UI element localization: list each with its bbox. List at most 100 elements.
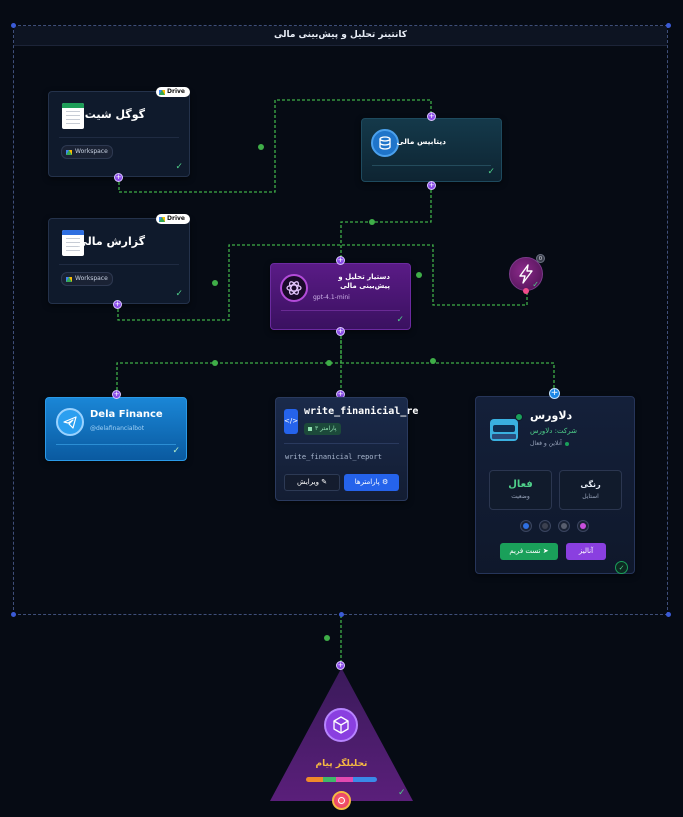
divider [281,310,400,311]
resize-handle-bottom-right[interactable] [666,612,671,617]
node-avatar[interactable]: دلاورس شرکت: دلاورس آنلاین و فعال فعال و… [475,396,635,574]
avatar-icon [490,419,518,441]
online-indicator [515,413,523,421]
node-title: گزارش مالی [76,235,145,248]
resize-handle-bottom-left[interactable] [11,612,16,617]
status-check-icon: ✓ [615,561,628,574]
database-icon [371,129,399,157]
divider [59,137,179,138]
divider [56,444,176,445]
drive-badge: Drive [156,87,190,97]
divider [284,443,399,444]
avatar-status: آنلاین و فعال [530,440,569,447]
status-check-icon: ✓ [175,289,183,299]
container-title: کانتینر تحلیل و پیش‌بینی مالی [14,26,667,46]
input-port[interactable]: + [427,112,436,121]
wire-midpoint[interactable] [212,280,218,286]
google-drive-icon [66,149,72,155]
drive-badge: Drive [156,214,190,224]
button-label: آنالیز [578,547,594,555]
button-label: پارامترها [354,478,380,486]
google-drive-icon [159,89,165,95]
resize-handle-top-right[interactable] [666,23,671,28]
chip-label: ۳ پارامتر [315,425,337,432]
workspace-chip: Workspace [61,145,113,159]
color-swatch[interactable] [577,520,589,532]
divider [372,165,491,166]
function-title: write_finanicial_re [304,406,419,417]
chip-label: Workspace [75,275,108,282]
status-dot [564,441,569,446]
google-docs-icon [62,230,84,256]
output-port[interactable]: + [427,181,436,190]
input-port[interactable]: + [336,256,345,265]
status-check-icon: ✓ [532,280,539,289]
model-label: gpt-4.1-mini [313,294,350,301]
send-icon: ➤ [542,547,549,555]
node-telegram-bot[interactable]: Dela Finance @delafinancialbot ✓ [45,397,187,461]
resize-handle-bottom[interactable] [339,612,344,617]
color-swatch[interactable] [558,520,570,532]
wire-agent-avatar [341,362,555,394]
output-port[interactable]: + [114,173,123,182]
wire-midpoint[interactable] [416,272,422,278]
input-port[interactable]: + [112,390,121,399]
stat-status: فعال وضعیت [489,470,552,510]
badge-label: Drive [167,215,185,222]
output-port[interactable]: + [336,327,345,336]
node-title: Dela Finance [90,409,163,420]
avatar-name: دلاورس [530,409,573,422]
bot-handle: @delafinancialbot [90,425,145,432]
node-function[interactable]: </> write_finanicial_re ۳ پارامتر write_… [275,397,418,501]
workspace-chip: Workspace [61,272,113,286]
wire-midpoint[interactable] [430,358,436,364]
function-name: write_finanicial_report [285,453,382,461]
stat-label: استایل [582,493,599,500]
node-title: تحلیلگر پیام [315,759,368,769]
edit-button[interactable]: ویرایش ✎ [284,474,340,491]
analyze-button[interactable]: آنالیز [566,543,606,560]
status-check-icon: ✓ [175,162,183,172]
status-check-icon: ✓ [398,788,406,798]
node-title: دیتابیس مالی [396,137,447,146]
telegram-icon [56,408,84,436]
settings-icon[interactable] [332,791,351,810]
status-check-icon: ✓ [487,167,495,177]
wire-midpoint[interactable] [212,360,218,366]
node-financial-report[interactable]: گزارش مالی Workspace ✓ [48,218,190,304]
chip-label: Workspace [75,148,108,155]
resize-handle-top-left[interactable] [11,23,16,28]
wire-sheets-db [118,99,432,193]
stat-value: فعال [508,479,533,490]
stat-style: رنگی استایل [559,470,622,510]
node-financial-database[interactable]: دیتابیس مالی ✓ [361,118,502,182]
output-port[interactable]: + [113,300,122,309]
divider [59,264,179,265]
input-port[interactable]: + [336,661,345,670]
wire-midpoint[interactable] [258,144,264,150]
pencil-icon: ✎ [321,478,328,486]
node-title: گوگل شیت [84,108,145,121]
gear-icon: ⚙ [381,478,389,486]
parameters-button[interactable]: پارامترها ⚙ [344,474,399,491]
input-port[interactable]: + [549,388,560,399]
status-check-icon: ✓ [172,446,180,456]
trigger-port[interactable] [523,288,529,294]
wire-midpoint[interactable] [326,360,332,366]
wire-midpoint[interactable] [324,635,330,641]
stat-label: وضعیت [511,493,530,500]
test-frame-button[interactable]: تست فریم ➤ [500,543,558,560]
wire-midpoint[interactable] [369,219,375,225]
wire-db-agent [340,185,432,260]
color-swatch[interactable] [520,520,532,532]
node-title: دستیار تحلیل و پیش‌بینی مالی [338,273,390,290]
avatar-company: شرکت: دلاورس [530,427,577,435]
node-google-sheets[interactable]: گوگل شیت Workspace ✓ [48,91,190,177]
node-ai-assistant[interactable]: دستیار تحلیل و پیش‌بینی مالی gpt-4.1-min… [270,263,411,330]
status-check-icon: ✓ [396,315,404,325]
progress-bar [306,777,377,782]
google-drive-icon [159,216,165,222]
lightning-icon [519,264,533,284]
color-swatch[interactable] [539,520,551,532]
